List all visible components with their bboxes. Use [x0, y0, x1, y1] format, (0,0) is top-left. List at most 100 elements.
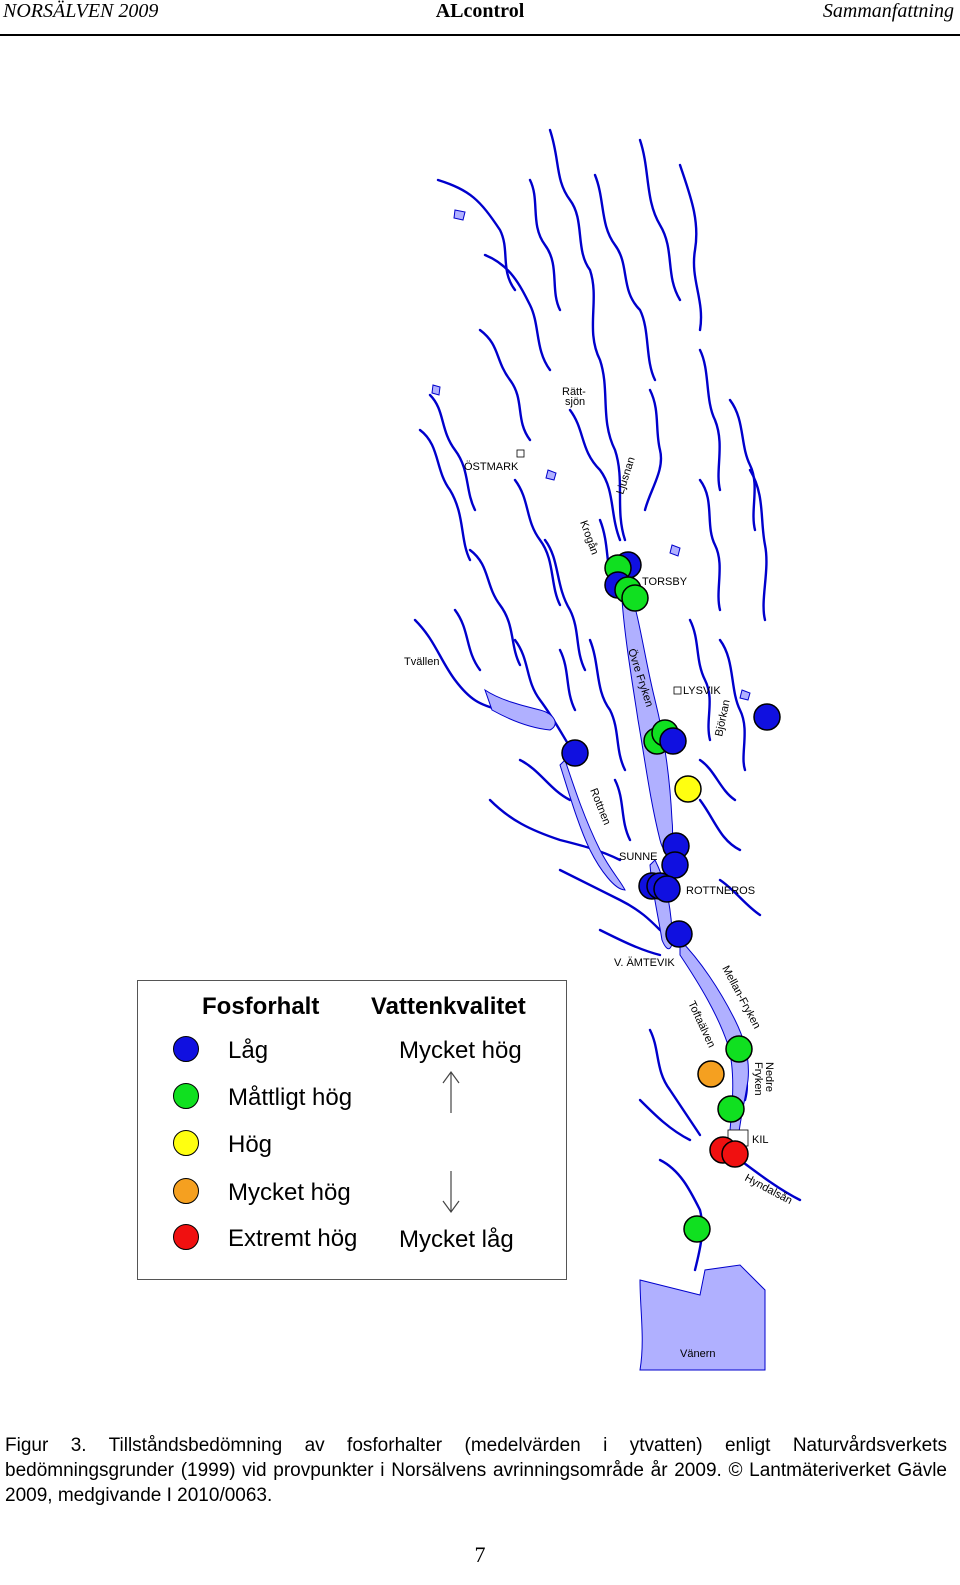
river-path [658, 1158, 704, 1272]
river-path [436, 178, 517, 292]
river-path [678, 163, 703, 332]
river-path [638, 138, 682, 302]
label-hyndalsan: Hyndalsån [743, 1172, 795, 1207]
label-borkan: Björkan [713, 699, 732, 738]
river-path [738, 1158, 802, 1202]
river-path [568, 408, 622, 542]
river-path [648, 1028, 702, 1137]
label-ostmark: ÖSTMARK [464, 461, 519, 473]
legend-dot-extremt-hog [173, 1224, 199, 1250]
page-number: 7 [474, 1542, 486, 1567]
river-path [548, 128, 627, 542]
station-marker [683, 1215, 711, 1243]
legend: Fosforhalt Vattenkvalitet Låg Måttligt h… [137, 980, 567, 1280]
lake-small [669, 544, 681, 557]
lake-small [431, 384, 441, 396]
river-path [478, 328, 532, 442]
town-marker-lysvik [673, 686, 682, 695]
header-company: ALcontrol [435, 0, 525, 22]
legend-heading-phosphorus: Fosforhalt [202, 993, 320, 1020]
page-header: NORSÄLVEN 2009 ALcontrol Sammanfattning [0, 0, 960, 36]
river-path [613, 778, 632, 842]
station-marker [659, 727, 687, 755]
label-sunne: SUNNE [619, 851, 658, 863]
river-path [588, 638, 627, 772]
label-kil: KIL [752, 1134, 769, 1146]
river-path [558, 868, 662, 932]
lake-rottnen [559, 759, 626, 891]
legend-label-extremt-hog: Extremt hög [228, 1225, 358, 1252]
lake-small [545, 469, 557, 481]
river-path [528, 178, 562, 312]
river-path [413, 618, 502, 712]
river-path [418, 428, 472, 562]
river-path [688, 618, 712, 742]
river-path [638, 1098, 692, 1142]
label-nedre-fryken-2: Fryken [752, 1062, 764, 1096]
label-rattsjon-1: Rätt- [562, 386, 586, 398]
river-path [518, 758, 572, 802]
legend-label-lag: Låg [228, 1037, 269, 1064]
river-path [698, 478, 722, 612]
legend-label-mycket-hog: Mycket hög [228, 1179, 351, 1206]
river-path [728, 398, 757, 532]
arrow-down-icon [442, 1171, 460, 1214]
sampling-stations [561, 551, 781, 1243]
arrow-up-icon [442, 1070, 460, 1113]
river-path [513, 478, 562, 607]
legend-label-hog: Hög [228, 1131, 273, 1158]
legend-dot-mycket-hog [173, 1178, 199, 1204]
station-marker [653, 875, 681, 903]
figure-caption: Figur 3. Tillståndsbedömning av fosforha… [5, 1435, 947, 1506]
norsalven-map: Rätt- sjön ÖSTMARK Ljusnan Krogån TORSBY… [404, 128, 802, 1371]
lake-vanern [639, 1264, 766, 1371]
lake-small [739, 689, 751, 701]
river-path [643, 388, 663, 512]
river-path [748, 468, 768, 622]
river-path [428, 393, 477, 512]
river-network [413, 128, 802, 1272]
river-path [698, 758, 737, 802]
header-section: Sammanfattning [822, 0, 954, 22]
station-marker [721, 1140, 749, 1168]
legend-quality-top: Mycket hög [399, 1037, 522, 1064]
legend-heading-quality: Vattenkvalitet [371, 993, 526, 1020]
legend-quality-bottom: Mycket låg [399, 1226, 514, 1253]
label-rattsjon-2: sjön [565, 396, 585, 408]
header-report-title: NORSÄLVEN 2009 [3, 0, 159, 22]
label-lysvik: LYSVIK [683, 685, 721, 697]
station-marker [665, 920, 693, 948]
river-path [718, 638, 747, 772]
legend-dot-hog [173, 1130, 199, 1156]
label-krogan: Krogån [577, 519, 600, 556]
town-marker-ostmark [516, 449, 525, 458]
river-path [543, 538, 587, 672]
river-path [513, 638, 577, 757]
label-rottneros: ROTTNEROS [686, 885, 755, 897]
lakes [431, 209, 766, 1371]
legend-dot-lag [173, 1036, 199, 1062]
label-v-amtevik: V. ÄMTEVIK [614, 957, 675, 969]
river-path [598, 928, 662, 957]
lake-small [453, 209, 466, 221]
station-marker [753, 703, 781, 731]
label-rottnen: Rottnen [587, 787, 613, 827]
label-nedre-fryken-1: Nedre [763, 1062, 775, 1092]
river-path [468, 548, 522, 667]
legend-label-mattligt-hog: Måttligt hög [228, 1084, 353, 1111]
label-torsby: TORSBY [642, 576, 688, 588]
legend-dot-mattligt-hog [173, 1083, 199, 1109]
station-marker [561, 739, 589, 767]
station-marker [725, 1035, 753, 1063]
label-vanern: Vänern [680, 1348, 715, 1360]
station-marker [674, 775, 702, 803]
river-path [483, 253, 552, 372]
river-path [698, 798, 742, 852]
river-path [593, 173, 657, 382]
river-path [453, 608, 482, 672]
river-path [558, 648, 577, 712]
label-tvallen: Tvällen [404, 656, 439, 668]
river-path [718, 878, 762, 917]
lake-tvallen [484, 688, 556, 731]
station-marker [621, 584, 649, 612]
